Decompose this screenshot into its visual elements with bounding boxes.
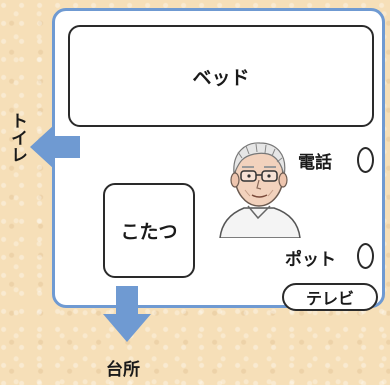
tv: テレビ [282, 283, 378, 311]
pot-marker [357, 243, 374, 269]
arrow-left-icon [30, 125, 80, 169]
bed: ベッド [68, 25, 374, 127]
kitchen-label: 台所 [106, 360, 140, 380]
phone-label: 電話 [298, 153, 332, 173]
tv-label: テレビ [305, 289, 354, 308]
phone-marker [357, 147, 374, 173]
elderly-man-illustration [219, 142, 301, 238]
pot-label: ポット [285, 250, 336, 270]
bed-label: ベッド [192, 66, 250, 89]
kotatsu-label: こたつ [120, 221, 178, 243]
toilet-label: トイレ [7, 112, 27, 163]
arrow-down-icon [103, 286, 151, 342]
kotatsu: こたつ [103, 183, 195, 278]
